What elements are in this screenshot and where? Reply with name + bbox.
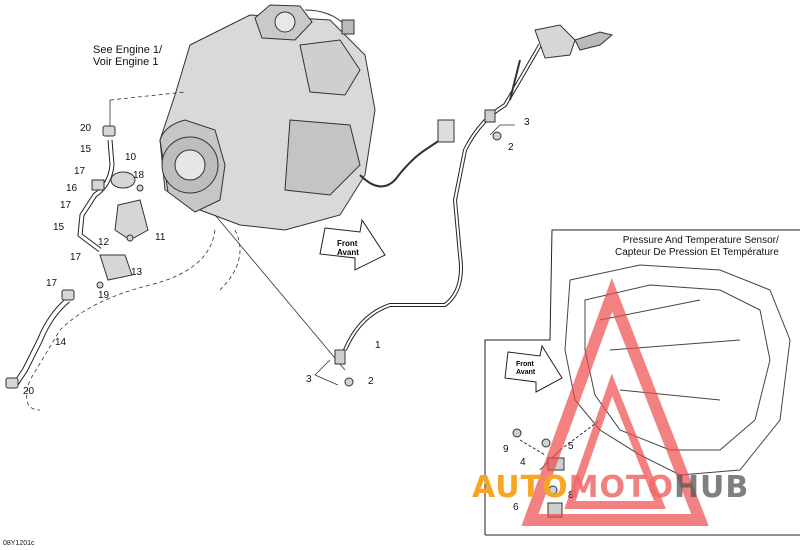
callout-9: 9 [503, 444, 509, 455]
master-cylinder [509, 24, 614, 101]
callout-10: 10 [125, 152, 137, 163]
avant-label-inset: Avant [516, 369, 536, 376]
callout-11: 11 [155, 232, 166, 243]
callout-17-d: 17 [46, 278, 58, 289]
fittings [334, 109, 502, 387]
callout-18: 18 [133, 170, 145, 181]
callout-4: 4 [520, 457, 526, 468]
sensor-title-line2: Capteur De Pression Et Température [615, 247, 779, 258]
left-parts [5, 125, 149, 389]
watermark-part2: MOTO [568, 470, 674, 505]
callout-14: 14 [55, 337, 67, 348]
callout-3-bottom: 3 [306, 374, 312, 385]
watermark-logo [521, 278, 709, 526]
callout-17-b: 17 [60, 200, 72, 211]
watermark-part3: HUB [673, 470, 750, 505]
callout-2-top: 2 [508, 142, 514, 153]
callout-16: 16 [66, 183, 78, 194]
callout-5: 5 [568, 441, 574, 452]
front-arrow-inset: Front Avant [504, 344, 563, 393]
callout-15-mid: 15 [53, 222, 65, 233]
leader-lines [26, 91, 515, 411]
callout-13: 13 [131, 267, 143, 278]
front-arrow-main: Front Avant [319, 218, 386, 271]
watermark-text: AUTOMOTOHUB [472, 470, 749, 505]
callout-17-c: 17 [70, 252, 82, 263]
sensor-inset: Front Avant [484, 229, 800, 536]
pressure-line [343, 44, 542, 351]
callout-3-top: 3 [524, 117, 530, 128]
callout-20-bottom: 20 [23, 386, 35, 397]
callout-2-bottom: 2 [368, 376, 374, 387]
callout-6: 6 [513, 502, 519, 513]
see-engine-note: See Engine 1/ Voir Engine 1 [93, 44, 162, 68]
callout-12: 12 [98, 237, 110, 248]
callouts: 20 15 17 16 10 18 17 15 11 12 17 13 17 1… [23, 117, 574, 513]
drawing-code: 08Y1201c [3, 540, 35, 547]
wiring-harness [359, 119, 455, 188]
callout-15-top: 15 [80, 144, 92, 155]
left-hoses [12, 139, 115, 387]
callout-17-a: 17 [74, 166, 86, 177]
see-engine-line1: See Engine 1/ [93, 44, 163, 56]
front-label: Front [337, 239, 358, 248]
callout-8: 8 [568, 490, 574, 501]
callout-20-top: 20 [80, 123, 92, 134]
sensor-title: Pressure And Temperature Sensor/ Capteur… [615, 235, 779, 259]
callout-1: 1 [375, 340, 381, 351]
front-label-inset: Front [516, 361, 535, 368]
sensor-title-line1: Pressure And Temperature Sensor/ [622, 235, 779, 246]
callout-7: 7 [528, 484, 534, 495]
callout-19: 19 [98, 290, 110, 301]
avant-label: Avant [337, 248, 359, 257]
engine-illustration [159, 4, 376, 231]
see-engine-line2: Voir Engine 1 [93, 56, 159, 68]
watermark-part1: AUTO [472, 470, 569, 505]
